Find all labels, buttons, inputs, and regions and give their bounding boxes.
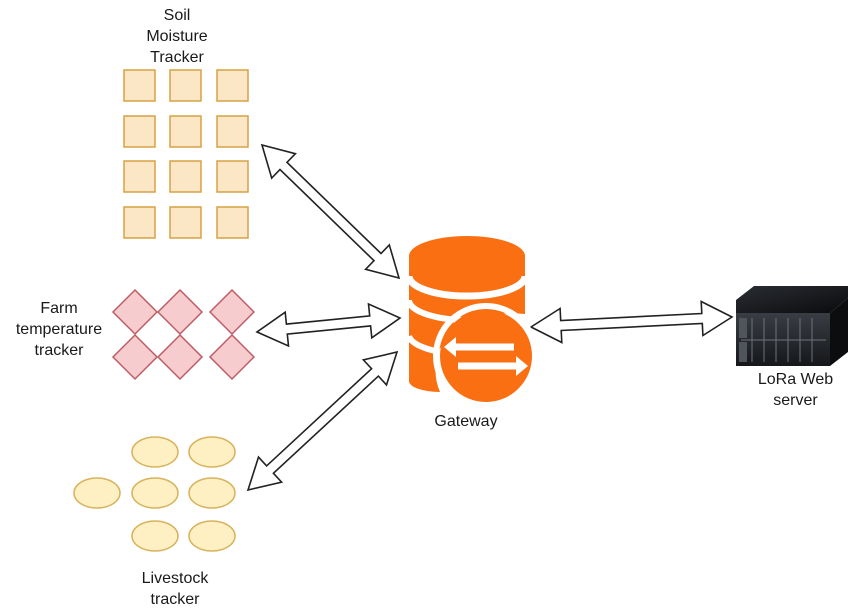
livestock-sensor-node (73, 477, 121, 509)
livestock-tracker-label: Livestock tracker (141, 570, 209, 608)
livestock-sensor-node (131, 477, 179, 509)
soil-sensor-node (123, 69, 156, 102)
soil-sensor-node (169, 115, 202, 148)
livestock-sensor-node (131, 436, 179, 468)
soil-sensor-node (169, 160, 202, 193)
livestock-sensor-node (188, 477, 236, 509)
temperature-sensor-node (156, 288, 204, 336)
temperature-sensor-node (111, 288, 159, 336)
gateway-label: Gateway (434, 413, 498, 430)
soil-sensor-node (216, 115, 249, 148)
soil-sensor-node (216, 69, 249, 102)
gateway-database-icon (405, 236, 539, 409)
soil-sensor-node (169, 69, 202, 102)
arrow-farm-to-gateway (255, 302, 402, 348)
livestock-sensor-node (188, 436, 236, 468)
temperature-sensor-node (208, 288, 256, 336)
livestock-sensor-node (188, 520, 236, 552)
arrow-soil-to-gateway (260, 143, 401, 280)
soil-sensor-grid (123, 69, 249, 239)
lora-web-server-label: LoRa Web server (757, 371, 834, 409)
livestock-sensor-cluster (73, 436, 236, 552)
arrow-gateway-to-server (529, 300, 734, 344)
temperature-sensor-node (111, 333, 159, 381)
soil-sensor-node (216, 160, 249, 193)
soil-moisture-tracker-label: Soil Moisture Tracker (146, 7, 208, 66)
arrow-livestock-to-gateway (246, 350, 399, 492)
soil-sensor-node (169, 206, 202, 239)
temperature-sensor-grid (111, 288, 256, 381)
soil-sensor-node (123, 115, 156, 148)
livestock-sensor-node (131, 520, 179, 552)
soil-sensor-node (123, 206, 156, 239)
temperature-sensor-node (208, 333, 256, 381)
rack-server-icon (736, 286, 848, 366)
temperature-sensor-node (156, 333, 204, 381)
soil-sensor-node (216, 206, 249, 239)
soil-sensor-node (123, 160, 156, 193)
connection-arrows (246, 143, 734, 492)
farm-temperature-tracker-label: Farm temperature tracker (15, 300, 103, 359)
